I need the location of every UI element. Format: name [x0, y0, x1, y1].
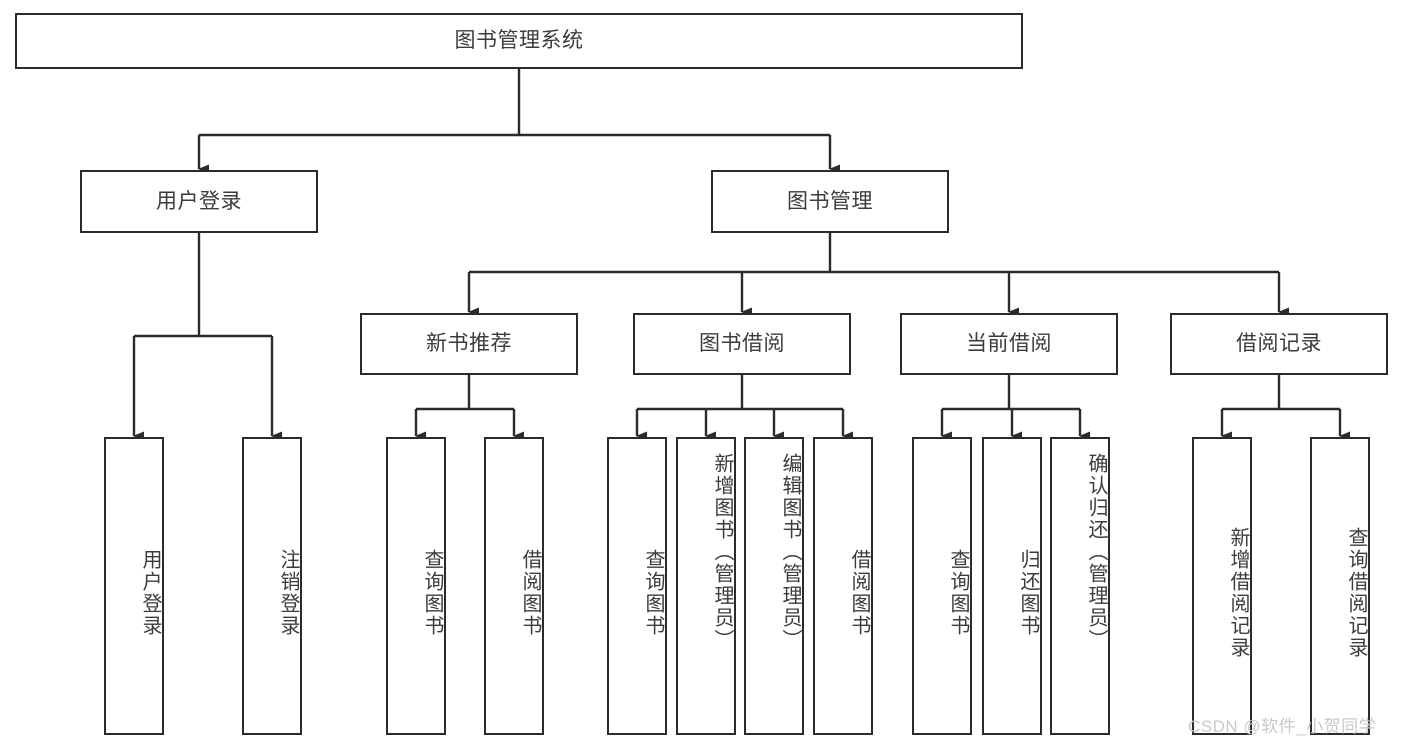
leaf-query-book-borrow[interactable]: 查询图书: [607, 437, 667, 735]
leaf-borrow-book-recommend[interactable]: 借阅图书: [484, 437, 544, 735]
node-user-login[interactable]: 用户登录: [80, 170, 318, 233]
leaf-confirm-return-admin[interactable]: 确认归还（管理员）: [1050, 437, 1110, 735]
leaf-query-book-current[interactable]: 查询图书: [912, 437, 972, 735]
leaf-logout-login[interactable]: 注销登录: [242, 437, 302, 735]
leaf-add-book-admin[interactable]: 新增图书（管理员）: [676, 437, 736, 735]
node-current-borrow[interactable]: 当前借阅: [900, 313, 1118, 375]
leaf-query-borrow-record[interactable]: 查询借阅记录: [1310, 437, 1370, 735]
leaf-query-book-recommend[interactable]: 查询图书: [386, 437, 446, 735]
leaf-add-borrow-record[interactable]: 新增借阅记录: [1192, 437, 1252, 735]
node-book-borrow[interactable]: 图书借阅: [633, 313, 851, 375]
csdn-watermark: CSDN @软件_小贺同学: [1188, 717, 1377, 736]
node-root-system[interactable]: 图书管理系统: [15, 13, 1023, 69]
leaf-borrow-book-borrow[interactable]: 借阅图书: [813, 437, 873, 735]
leaf-return-book[interactable]: 归还图书: [982, 437, 1042, 735]
node-borrow-record[interactable]: 借阅记录: [1170, 313, 1388, 375]
node-new-book-recommend[interactable]: 新书推荐: [360, 313, 578, 375]
leaf-edit-book-admin[interactable]: 编辑图书（管理员）: [744, 437, 804, 735]
leaf-user-login[interactable]: 用户登录: [104, 437, 164, 735]
node-book-manage[interactable]: 图书管理: [711, 170, 949, 233]
